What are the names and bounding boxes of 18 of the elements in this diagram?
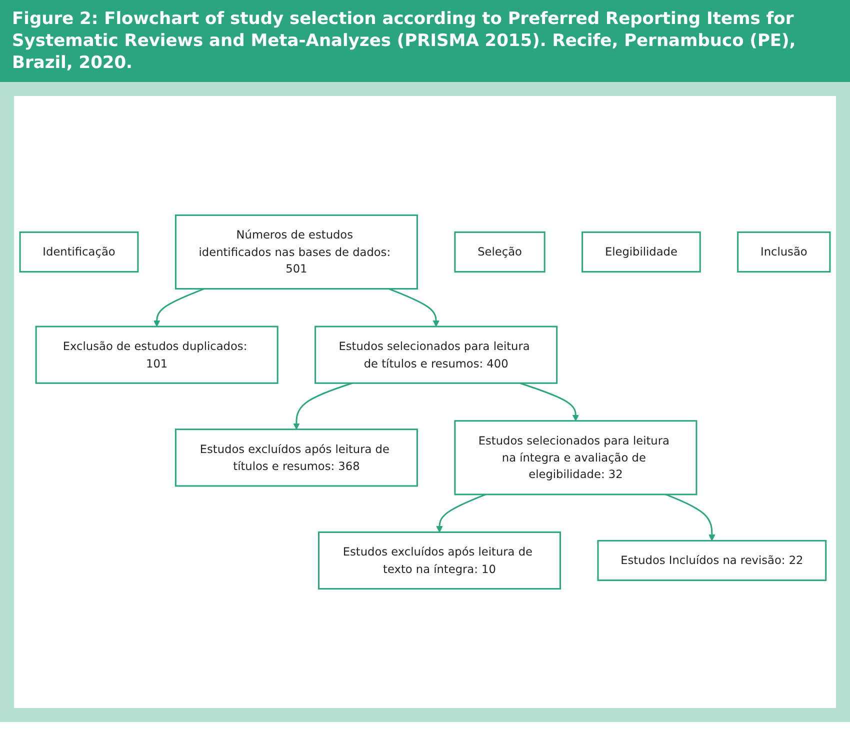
node-box: Estudos excluídos após leitura de texto na íntegra: 10 <box>318 532 561 590</box>
arrow <box>665 494 716 542</box>
node-box: Números de estudos identificados nas bases de dados: 501 <box>174 214 418 290</box>
node-box: Estudos excluídos após leitura de títulos e resumos: 368 <box>174 428 418 487</box>
figure-title: Figure 2: Flowchart of study selection according to Preferred Reporting Items for Systematic Reviews and Meta-Analyzes (PRISMA 2015). Recife, Pernambuco (PE), Brazil, 2020. <box>0 0 850 82</box>
arrow <box>436 494 486 533</box>
node-box: Estudos selecionados para leitura de títulos e resumos: 400 <box>314 326 558 384</box>
arrow <box>520 382 580 422</box>
node-box: Inclusão <box>737 232 831 273</box>
node-box: Elegibilidade <box>582 232 701 273</box>
node-box: Seleção <box>454 232 546 273</box>
node-box: Identificação <box>19 232 139 273</box>
arrow <box>154 288 204 328</box>
node-box: Estudos Incluídos na revisão: 22 <box>597 540 827 582</box>
arrow <box>388 288 440 328</box>
node-box: Estudos selecionados para leitura na íntegra e avaliação de elegibilidade: 32 <box>454 420 698 496</box>
node-box: Exclusão de estudos duplicados: 101 <box>35 326 278 384</box>
arrow <box>293 382 353 430</box>
